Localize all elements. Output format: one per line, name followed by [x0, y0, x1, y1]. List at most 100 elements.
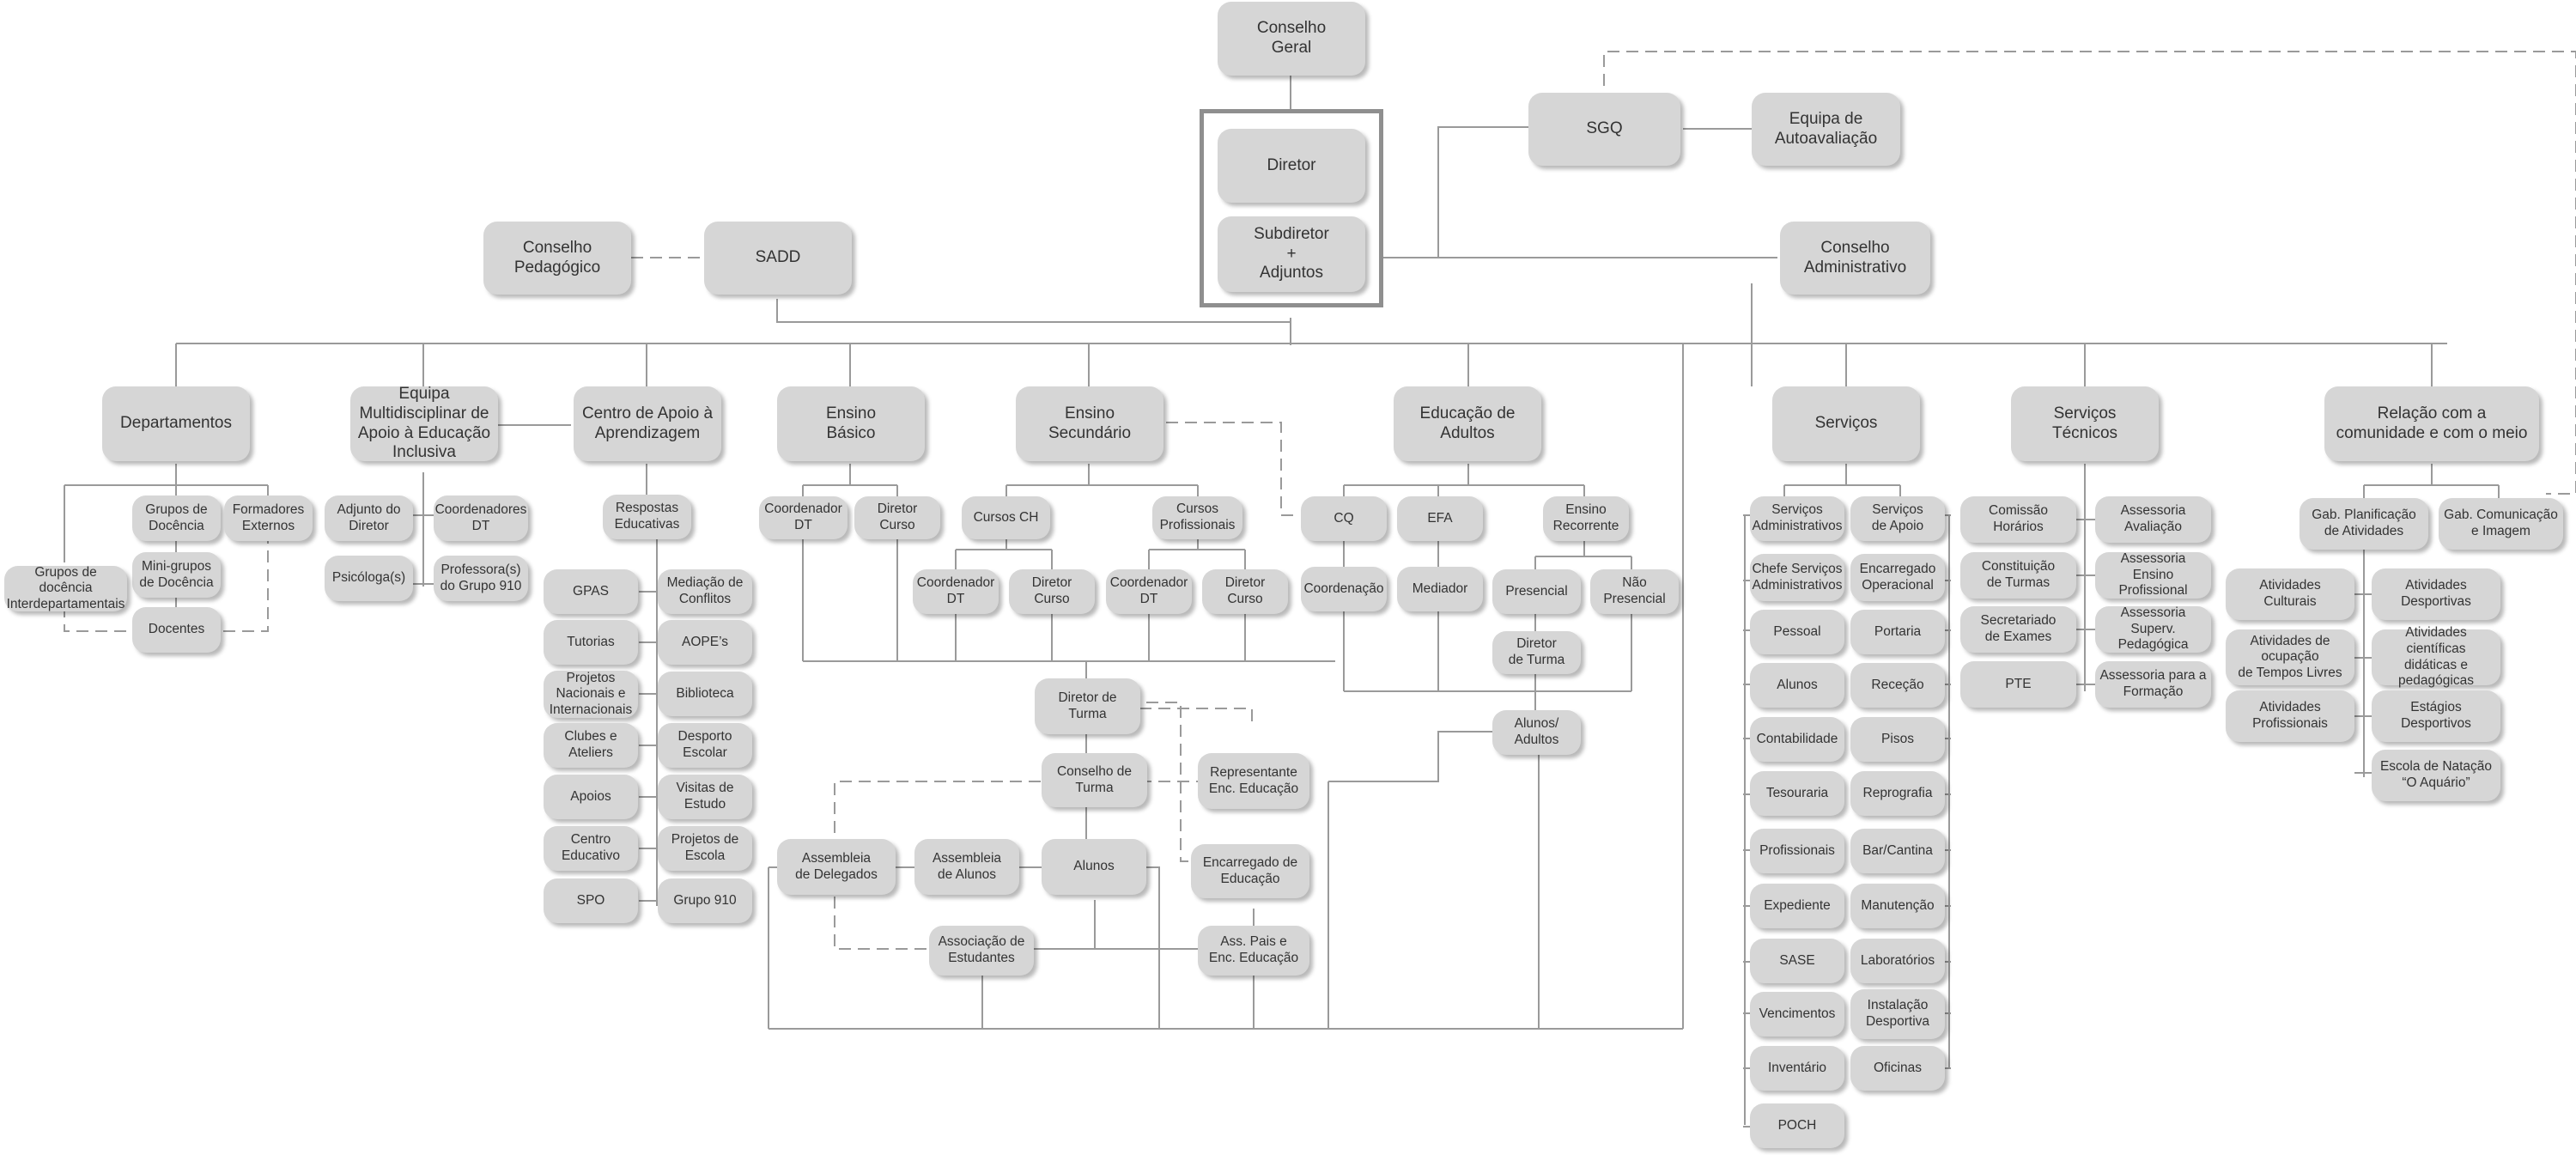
node-gab-planificacao: Gab. Planificação de Atividades [2300, 498, 2428, 550]
node-atividades-culturais: Atividades Culturais [2226, 568, 2354, 620]
node-encarregado-educacao: Encarregado de Educação [1191, 844, 1309, 898]
node-centro-educativo: Centro Educativo [544, 826, 638, 871]
direction-frame [1200, 109, 1383, 307]
node-visitas-estudo: Visitas de Estudo [658, 775, 752, 819]
node-centro-apoio: Centro de Apoio à Aprendizagem [574, 386, 721, 461]
node-ea-diretor-turma: Diretor de Turma [1492, 631, 1581, 674]
node-respostas-educativas: Respostas Educativas [603, 495, 691, 539]
node-inventario: Inventário [1750, 1046, 1844, 1091]
node-efa: EFA [1397, 496, 1483, 541]
node-rececao: Receção [1850, 663, 1945, 708]
node-pessoal: Pessoal [1750, 610, 1844, 654]
node-assembleia-alunos: Assembleia de Alunos [914, 839, 1019, 895]
node-grupo-910: Grupo 910 [658, 878, 752, 923]
node-conselho-administrativo: Conselho Administrativo [1780, 222, 1930, 295]
node-vencimentos: Vencimentos [1750, 992, 1844, 1036]
node-alunos-adultos: Alunos/ Adultos [1492, 710, 1581, 755]
node-ch-diretor-curso: Diretor Curso [1009, 569, 1095, 614]
node-assessoria-ensino-profissional: Assessoria Ensino Profissional [2095, 551, 2211, 599]
node-expediente: Expediente [1750, 884, 1844, 928]
node-reprografia: Reprografia [1850, 771, 1945, 816]
node-subdiretor-adjuntos: Subdiretor + Adjuntos [1218, 216, 1365, 292]
node-grupos-docencia: Grupos de Docência [132, 495, 221, 541]
node-escola-natacao: Escola de Natação “O Aquário” [2372, 750, 2500, 801]
node-associacao-estudantes: Associação de Estudantes [929, 926, 1034, 976]
node-profissionais: Profissionais [1750, 829, 1844, 873]
node-cp-diretor-curso: Diretor Curso [1202, 569, 1288, 614]
node-servicos-administrativos: Serviços Administrativos [1750, 496, 1844, 541]
node-clubes-ateliers: Clubes e Ateliers [544, 723, 638, 768]
node-sase: SASE [1750, 939, 1844, 983]
node-instalacao-desportiva: Instalação Desportiva [1850, 989, 1945, 1039]
node-adjunto-diretor: Adjunto do Diretor [325, 495, 413, 541]
node-spo: SPO [544, 878, 638, 923]
node-ch-coordenador-dt: Coordenador DT [913, 569, 999, 614]
node-cursos-ch: Cursos CH [962, 496, 1050, 539]
node-atividades-profissionais: Atividades Profissionais [2226, 690, 2354, 742]
node-conselho-pedagogico: Conselho Pedagógico [483, 222, 631, 295]
node-departamentos: Departamentos [102, 386, 250, 461]
node-oficinas: Oficinas [1850, 1046, 1945, 1091]
node-constituicao-turmas: Constituição de Turmas [1960, 552, 2076, 599]
node-equipa-autoavaliacao: Equipa de Autoavaliação [1752, 93, 1900, 166]
node-grupos-interdepartamentais: Grupos de docência Interdepartamentais [4, 565, 127, 611]
node-diretor: Diretor [1218, 129, 1365, 203]
node-ass-pais: Ass. Pais e Enc. Educação [1198, 926, 1309, 976]
node-chefe-servicos: Chefe Serviços Administrativos [1750, 554, 1844, 601]
node-cursos-profissionais: Cursos Profissionais [1152, 496, 1242, 539]
node-projetos-escola: Projetos de Escola [658, 826, 752, 871]
node-servicos: Serviços [1772, 386, 1920, 461]
node-conselho-geral: Conselho Geral [1218, 2, 1365, 76]
node-conselho-turma: Conselho de Turma [1042, 753, 1147, 807]
node-sadd: SADD [704, 222, 852, 295]
node-docentes: Docentes [132, 607, 221, 653]
node-ensino-secundario: Ensino Secundário [1016, 386, 1163, 461]
node-relacao-comunidade: Relação com a comunidade e com o meio [2324, 386, 2539, 461]
node-equipa-multidisciplinar: Equipa Multidisciplinar de Apoio à Educa… [350, 385, 498, 461]
node-projetos-nacionais: Projetos Nacionais e Internacionais [544, 671, 638, 718]
node-diretor-turma: Diretor de Turma [1035, 678, 1140, 734]
node-assessoria-avaliacao: Assessoria Avaliação [2095, 496, 2211, 543]
node-aopes: AOPE’s [658, 620, 752, 665]
node-apoios: Apoios [544, 775, 638, 819]
node-nao-presencial: Não Presencial [1590, 569, 1679, 614]
node-ensino-recorrente: Ensino Recorrente [1543, 496, 1629, 541]
node-eb-coordenador-dt: Coordenador DT [759, 496, 848, 539]
node-cp-coordenador-dt: Coordenador DT [1106, 569, 1192, 614]
node-assessoria-formacao: Assessoria para a Formação [2095, 661, 2211, 708]
node-portaria: Portaria [1850, 610, 1945, 654]
node-mediador: Mediador [1397, 567, 1483, 611]
node-encarregado-operacional: Encarregado Operacional [1850, 554, 1945, 601]
node-coordenadores-dt: Coordenadores DT [434, 495, 528, 541]
node-bar-cantina: Bar/Cantina [1850, 829, 1945, 873]
node-comissao-horarios: Comissão Horários [1960, 496, 2076, 543]
node-sa-alunos: Alunos [1750, 663, 1844, 708]
node-desporto-escolar: Desporto Escolar [658, 723, 752, 768]
node-atividades-desportivas: Atividades Desportivas [2372, 568, 2500, 620]
node-atividades-cientificas: Atividades científicas didáticas e pedag… [2372, 625, 2500, 688]
node-secretariado-exames: Secretariado de Exames [1960, 606, 2076, 653]
node-formadores-externos: Formadores Externos [224, 495, 313, 541]
node-tesouraria: Tesouraria [1750, 771, 1844, 816]
node-cq: CQ [1301, 496, 1387, 541]
node-mini-grupos: Mini-grupos de Docência [132, 552, 221, 598]
node-representante-ee: Representante Enc. Educação [1198, 753, 1309, 809]
node-poch: POCH [1750, 1103, 1844, 1148]
node-educacao-adultos: Educação de Adultos [1394, 386, 1541, 461]
node-assembleia-delegados: Assembleia de Delegados [777, 839, 896, 895]
node-presencial: Presencial [1492, 569, 1581, 614]
node-contabilidade: Contabilidade [1750, 717, 1844, 762]
node-psicologas: Psicóloga(s) [325, 556, 413, 601]
node-laboratorios: Laboratórios [1850, 939, 1945, 983]
node-ensino-basico: Ensino Básico [777, 386, 925, 461]
node-tutorias: Tutorias [544, 620, 638, 665]
node-servicos-apoio: Serviços de Apoio [1850, 496, 1945, 541]
node-servicos-tecnicos: Serviços Técnicos [2011, 386, 2159, 461]
node-pte: PTE [1960, 661, 2076, 708]
node-eb-diretor-curso: Diretor Curso [854, 496, 940, 539]
node-atividades-ocupacao: Atividades de ocupação de Tempos Livres [2226, 629, 2354, 685]
node-pisos: Pisos [1850, 717, 1945, 762]
node-mediacao-conflitos: Mediação de Conflitos [658, 569, 752, 614]
node-estagios-desportivos: Estágios Desportivos [2372, 690, 2500, 742]
